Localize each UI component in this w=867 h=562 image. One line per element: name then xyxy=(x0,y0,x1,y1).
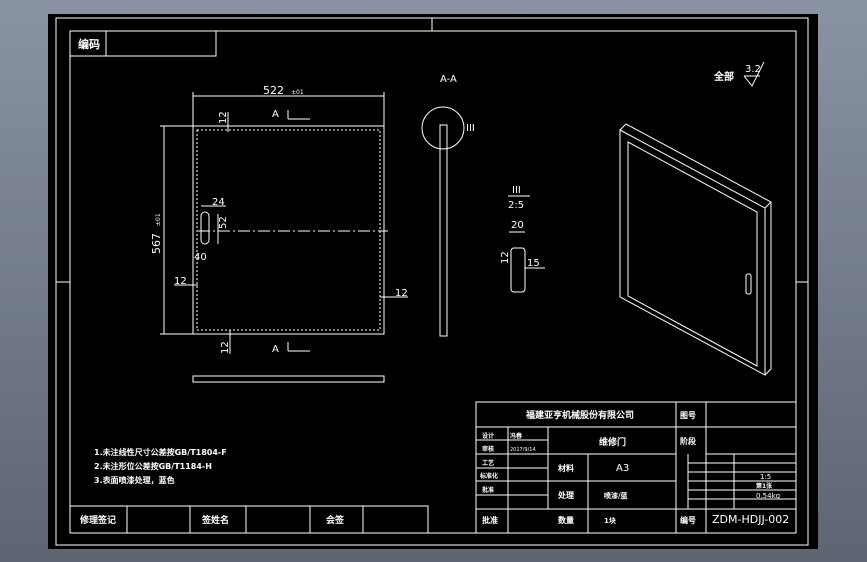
mark-cell: 图号 xyxy=(680,411,696,420)
dim-24: 24 xyxy=(212,197,225,208)
dim-40: 40 xyxy=(194,252,207,263)
code-box xyxy=(69,30,217,57)
detail-circle xyxy=(421,106,465,150)
detail-scale: 2:5 xyxy=(508,200,524,211)
door-plate-inner xyxy=(196,129,381,331)
note-2: 2.未注形位公差按GB/T1184-H xyxy=(94,461,212,471)
code-cell: 编号 xyxy=(680,515,696,525)
code-label: 编码 xyxy=(78,37,100,51)
dim-12-top: 12 xyxy=(218,111,229,124)
dim-height: 567 xyxy=(150,233,163,254)
view-a-bottom: A xyxy=(272,344,279,355)
scale-value: 1:5 xyxy=(760,473,771,481)
weight-value: 0.54kg xyxy=(756,492,780,500)
approve-label: 批准 xyxy=(482,515,498,525)
finish-label: 全部 xyxy=(713,70,734,83)
iso-outer xyxy=(619,129,766,376)
dim-12-right: 12 xyxy=(395,288,408,299)
revision-strip xyxy=(69,505,429,534)
dim-52: 52 xyxy=(218,216,229,229)
iso-inner xyxy=(627,141,758,367)
section-profile xyxy=(439,124,448,337)
dim-12-left: 12 xyxy=(174,276,187,287)
quantity-label: 数量 xyxy=(558,515,574,525)
row-standard: 标准化 xyxy=(479,472,498,480)
handle-slot xyxy=(200,211,210,245)
company-name: 福建亚亨机械股份有限公司 xyxy=(525,409,634,421)
finish-label-tb: 处理 xyxy=(557,490,574,500)
countersign-label: 会签 xyxy=(326,514,345,526)
revision-label: 修理签记 xyxy=(79,514,116,526)
roughness-symbol xyxy=(743,61,765,87)
dim-width-tol: ±01 xyxy=(291,89,304,96)
roughness-value: 3.2 xyxy=(745,64,761,75)
dim-height-tol: ±01 xyxy=(155,213,162,226)
iso-handle xyxy=(745,273,752,295)
note-1: 1.未注线性尺寸公差按GB/T1804-F xyxy=(94,447,227,457)
material-value: A3 xyxy=(616,463,629,474)
signature-label: 签姓名 xyxy=(201,514,229,526)
dim-width: 522 xyxy=(263,84,284,97)
detail-profile xyxy=(510,247,526,293)
door-plate-outline xyxy=(192,125,385,335)
row-design: 设计 xyxy=(482,432,494,440)
stage-cell: 阶段 xyxy=(680,436,696,446)
row-review: 审核 xyxy=(482,445,494,453)
detail-dim-15: 15 xyxy=(527,258,540,269)
finish-value: 喷漆/蓝 xyxy=(604,491,628,500)
note-3: 3.表面喷漆处理，蓝色 xyxy=(94,475,175,485)
detail-mark: III xyxy=(466,123,475,134)
detail-dim-20: 20 xyxy=(511,220,524,231)
quantity-value: 1块 xyxy=(604,516,617,525)
drawing-sheet: 编码 A-A 全部 3.2 522 ±01 567 ±01 12 12 12 1… xyxy=(48,14,818,549)
bottom-profile xyxy=(192,375,385,383)
cad-drawing: 编码 A-A 全部 3.2 522 ±01 567 ±01 12 12 12 1… xyxy=(55,17,809,546)
material-label: 材料 xyxy=(558,463,574,473)
part-name: 维修门 xyxy=(599,436,626,448)
sheet-value: 第1张 xyxy=(755,482,773,490)
view-a-top: A xyxy=(272,109,279,120)
drawer-name: 冯春 xyxy=(510,432,523,440)
row-approve: 批准 xyxy=(482,486,494,494)
dim-12-bottom: 12 xyxy=(220,341,231,354)
drawing-date: 2017/9/14 xyxy=(510,447,536,453)
drawing-number: ZDM-HDJJ-002 xyxy=(712,513,789,526)
section-title: A-A xyxy=(440,74,457,85)
detail-title: III xyxy=(512,185,521,196)
detail-dim-12: 12 xyxy=(500,251,511,264)
row-process: 工艺 xyxy=(482,459,494,467)
